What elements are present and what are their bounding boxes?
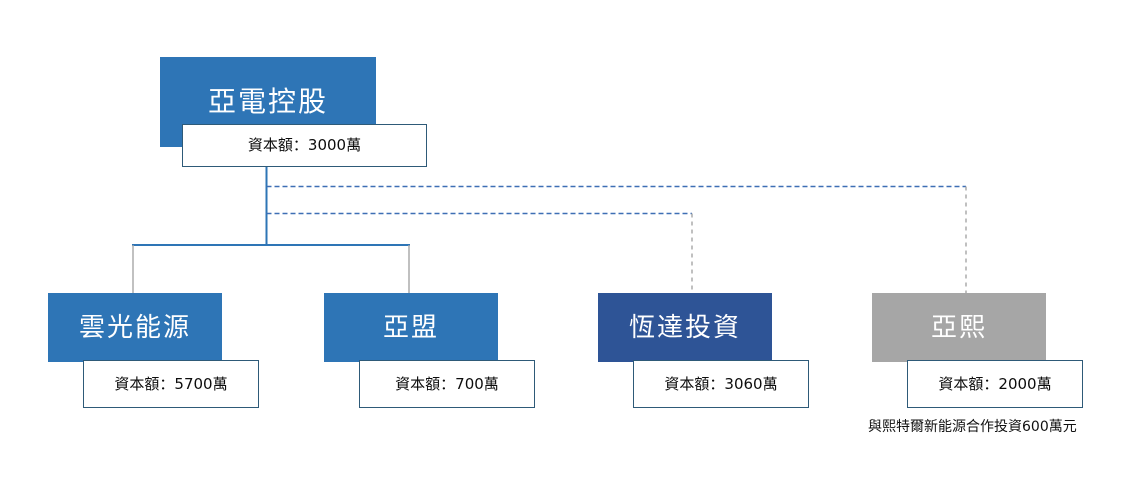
org-node-root-caption-text: 資本額：3000萬 (247, 136, 362, 154)
org-node-yameng-title: 亞盟 (382, 312, 439, 343)
org-node-yameng-header: 亞盟 (324, 293, 498, 362)
org-node-yunguang-caption-text: 資本額：5700萬 (114, 374, 228, 393)
org-node-yunguang-header: 雲光能源 (48, 293, 222, 362)
org-node-hengda-caption-text: 資本額：3060萬 (664, 374, 778, 393)
org-node-yaxi-title: 亞熙 (930, 312, 987, 343)
org-node-yameng-caption-text: 資本額：700萬 (395, 374, 499, 393)
org-node-hengda-header: 恆達投資 (598, 293, 772, 362)
org-node-yaxi-header: 亞熙 (872, 293, 1046, 362)
org-node-yunguang-caption: 資本額：5700萬 (83, 360, 259, 408)
org-node-yaxi-caption-text: 資本額：2000萬 (938, 374, 1052, 393)
org-node-yaxi-caption: 資本額：2000萬 (907, 360, 1083, 408)
org-node-hengda-caption: 資本額：3060萬 (633, 360, 809, 408)
org-node-hengda[interactable]: 恆達投資 資本額：3060萬 (598, 293, 809, 408)
org-node-hengda-title: 恆達投資 (628, 312, 741, 343)
org-node-root-title: 亞電控股 (207, 85, 328, 118)
org-node-yameng-caption: 資本額：700萬 (359, 360, 535, 408)
org-node-yunguang-title: 雲光能源 (78, 312, 191, 343)
org-node-yaxi[interactable]: 亞熙 資本額：2000萬 (872, 293, 1083, 408)
org-node-yameng[interactable]: 亞盟 資本額：700萬 (324, 293, 535, 408)
org-node-root-caption: 資本額：3000萬 (182, 124, 427, 167)
org-node-root[interactable]: 亞電控股 資本額：3000萬 (160, 57, 427, 167)
footnote-text: 與熙特爾新能源合作投資600萬元 (868, 419, 1077, 435)
org-node-yunguang[interactable]: 雲光能源 資本額：5700萬 (48, 293, 259, 408)
